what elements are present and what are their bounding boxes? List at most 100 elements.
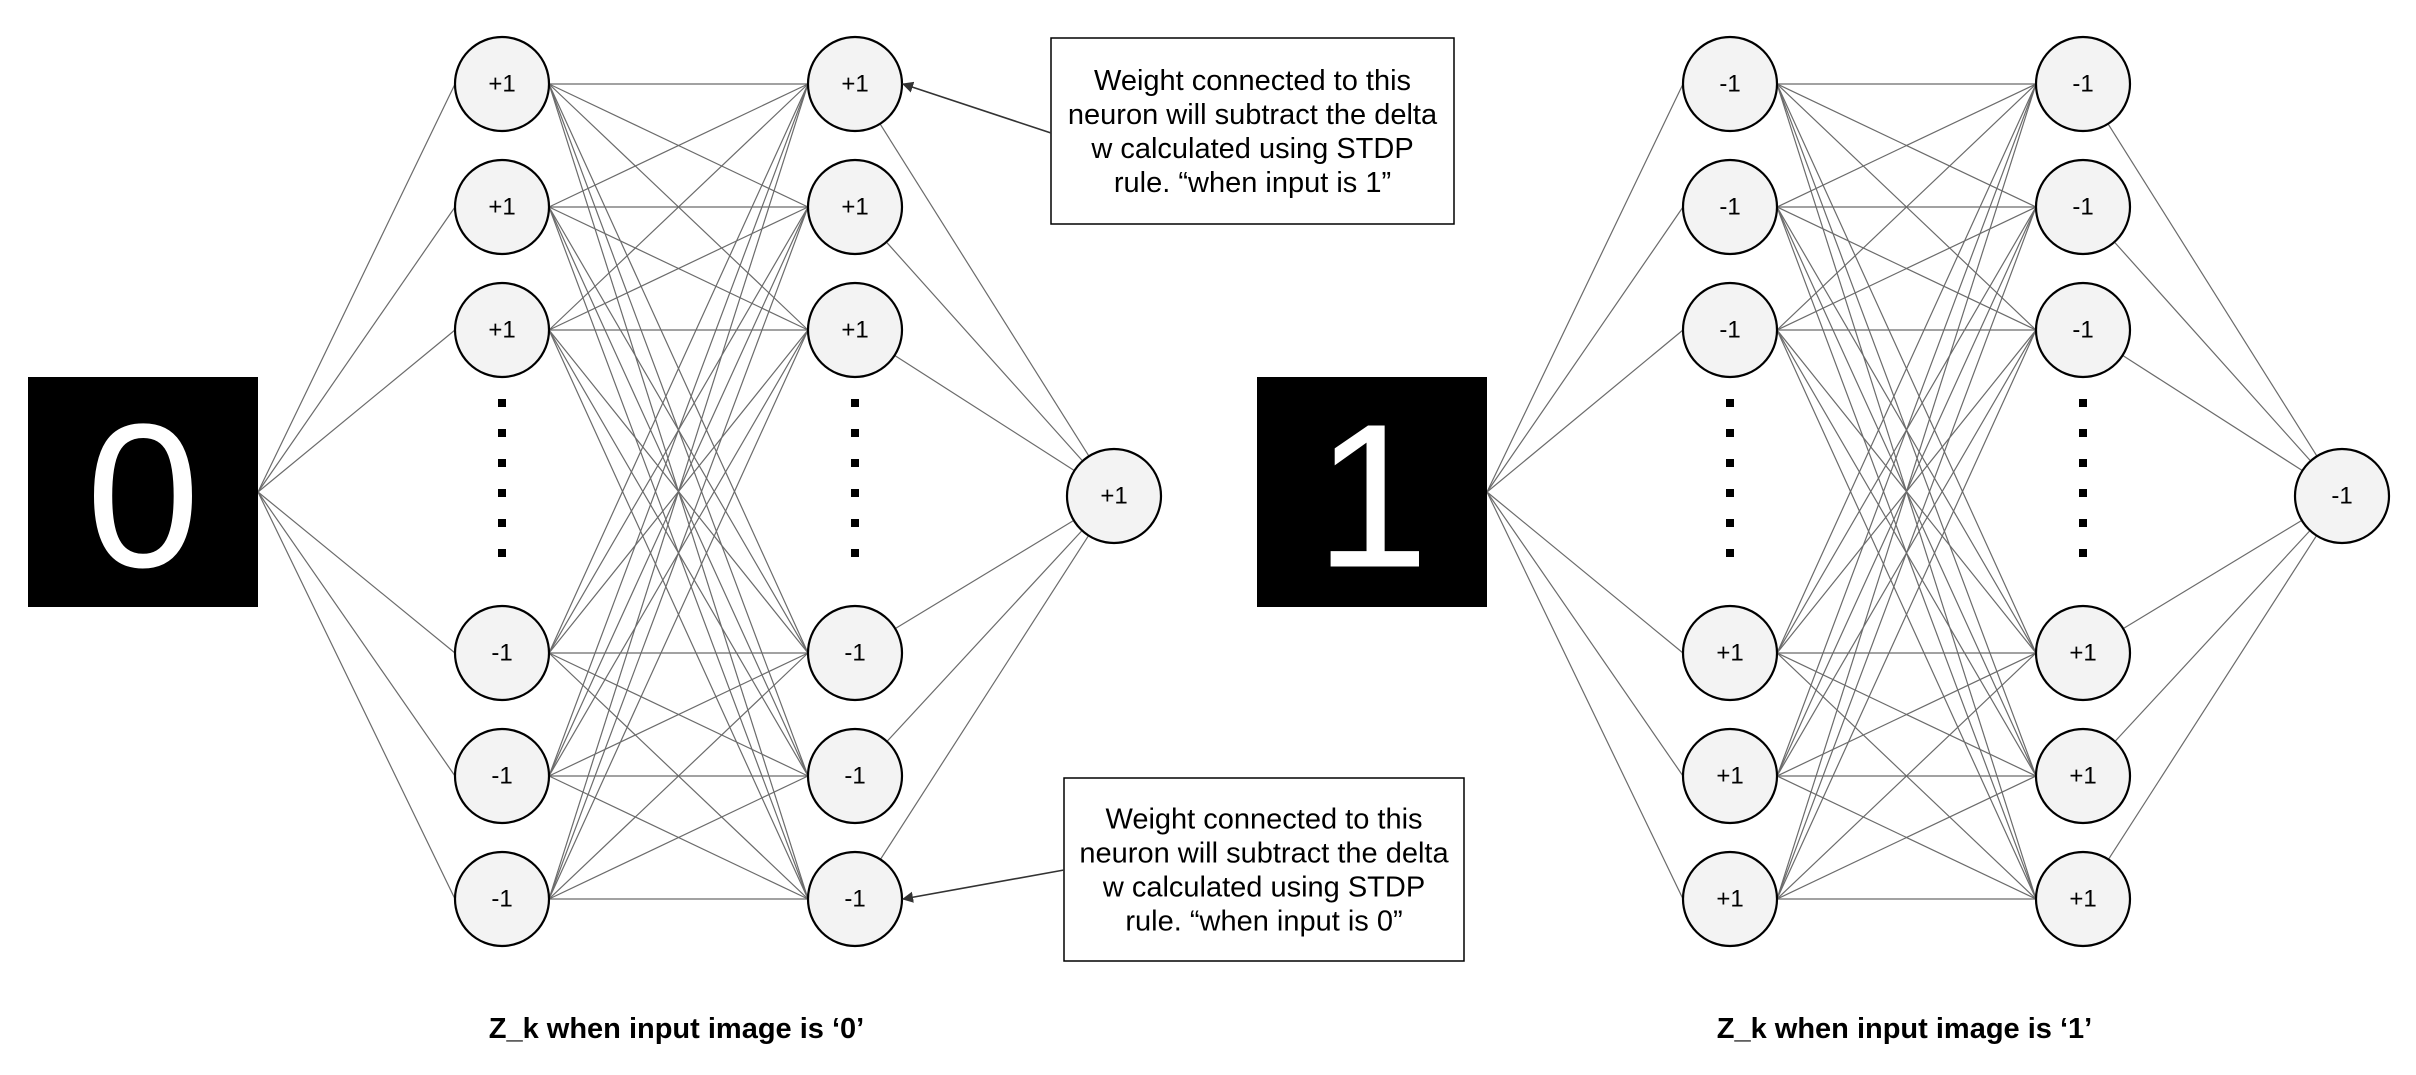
- annotation-box-1: [1050, 37, 1455, 225]
- ellipsis-dot-2-2-6: [2079, 549, 2087, 557]
- annotation-line-2-4: rule. “when input is 0”: [1125, 906, 1402, 938]
- output-edge-1-4: [894, 519, 1075, 630]
- layer2-neuron-2-6-label: +1: [2069, 886, 2096, 913]
- layer1-neuron-2-4: [1681, 604, 1779, 702]
- layer1-neuron-2-6-label: +1: [1716, 886, 1743, 913]
- output-edge-2-5: [2114, 530, 2311, 742]
- layer2-neuron-1-4-label: -1: [844, 640, 865, 667]
- input-edge-2-5: [1486, 491, 1684, 777]
- ellipsis-dot-2-2-5: [2079, 519, 2087, 527]
- ellipsis-dot-2-1-6: [1726, 549, 1734, 557]
- input-edge-2-6: [1486, 491, 1684, 900]
- layer2-neuron-2-2-label: -1: [2072, 194, 2093, 221]
- ellipsis-dot-1-2-2: [851, 429, 859, 437]
- layer1-neuron-2-2: [1681, 158, 1779, 256]
- ellipsis-dot-1-1-3: [498, 459, 506, 467]
- layer2-neuron-1-2: [806, 158, 904, 256]
- input-edge-1-2: [257, 206, 456, 493]
- layer2-neuron-1-5-label: -1: [844, 763, 865, 790]
- layer1-neuron-1-2: [453, 158, 551, 256]
- input-edge-1-4: [257, 491, 456, 654]
- input-edge-1-5: [257, 491, 456, 777]
- ellipsis-dot-1-2-3: [851, 459, 859, 467]
- input-image-1: [28, 377, 258, 607]
- layer2-neuron-1-2-label: +1: [841, 194, 868, 221]
- hidden-edge-1-6-1: [548, 83, 809, 900]
- caption-2: Z_k when input image is ‘1’: [1717, 1013, 2092, 1045]
- layer2-neuron-2-6: [2034, 850, 2132, 948]
- output-neuron-2-label: -1: [2331, 483, 2352, 510]
- input-image-2: [1257, 377, 1487, 607]
- input-edge-1-1: [257, 83, 456, 493]
- input-edge-2-2: [1486, 206, 1684, 493]
- input-edge-1-3: [257, 329, 456, 493]
- layer1-neuron-1-4-label: -1: [491, 640, 512, 667]
- ellipsis-dot-1-1-4: [498, 489, 506, 497]
- ellipsis-dot-1-2-1: [851, 399, 859, 407]
- hidden-edge-2-6-3: [1776, 329, 2037, 900]
- output-edge-2-3: [2122, 354, 2303, 472]
- ellipsis-dot-2-1-4: [1726, 489, 1734, 497]
- ellipsis-dot-2-1-2: [1726, 429, 1734, 437]
- hidden-edge-2-2-1: [1776, 83, 2037, 208]
- hidden-edge-1-5-1: [548, 83, 809, 777]
- annotation-line-2-3: w calculated using STDP: [1102, 872, 1425, 904]
- hidden-edge-1-6-4: [548, 652, 809, 900]
- output-neuron-2: [2293, 447, 2391, 545]
- layer2-neuron-2-3-label: -1: [2072, 317, 2093, 344]
- ellipsis-dot-1-2-4: [851, 489, 859, 497]
- layer1-neuron-1-5-label: -1: [491, 763, 512, 790]
- hidden-edge-1-4-1: [548, 83, 809, 654]
- hidden-edge-2-6-4: [1776, 652, 2037, 900]
- layer2-neuron-2-5-label: +1: [2069, 763, 2096, 790]
- hidden-edge-2-6-1: [1776, 83, 2037, 900]
- hidden-edge-1-2-1: [548, 83, 809, 208]
- input-edge-1-6: [257, 491, 456, 900]
- layer1-neuron-2-5: [1681, 727, 1779, 825]
- annotation-arrow-2: [901, 869, 1065, 903]
- input-digit-1: 0: [86, 382, 200, 611]
- layer2-neuron-2-4: [2034, 604, 2132, 702]
- layer2-neuron-1-3: [806, 281, 904, 379]
- layer2-neuron-2-3: [2034, 281, 2132, 379]
- layer1-neuron-1-3-label: +1: [488, 317, 515, 344]
- annotation-arrow-1: [901, 81, 1052, 134]
- ellipsis-dot-2-1-1: [1726, 399, 1734, 407]
- layer2-neuron-1-4: [806, 604, 904, 702]
- layer1-neuron-2-6: [1681, 850, 1779, 948]
- ellipsis-dot-2-1-3: [1726, 459, 1734, 467]
- output-edge-2-4: [2122, 519, 2303, 630]
- hidden-edge-2-3-2: [1776, 206, 2037, 331]
- annotations: Z_k when input image is ‘0’Z_k when inpu…: [489, 37, 2092, 1045]
- layer2-neuron-1-5: [806, 727, 904, 825]
- hidden-edge-1-5-4: [548, 652, 809, 777]
- layer2-neuron-2-4-label: +1: [2069, 640, 2096, 667]
- ellipsis-dot-1-1-1: [498, 399, 506, 407]
- layer1-neuron-2-1: [1681, 35, 1779, 133]
- layer1-neuron-1-1-label: +1: [488, 71, 515, 98]
- annotation-line-1-1: Weight connected to this: [1094, 65, 1411, 97]
- layer1-neuron-2-2-label: -1: [1719, 194, 1740, 221]
- input-edge-2-1: [1486, 83, 1684, 493]
- layer1-neuron-2-3: [1681, 281, 1779, 379]
- output-edge-2-1: [2107, 123, 2318, 457]
- hidden-edge-2-5-4: [1776, 652, 2037, 777]
- hidden-edge-1-3-2: [548, 206, 809, 331]
- ellipsis-dot-2-2-4: [2079, 489, 2087, 497]
- layer1-neuron-1-6-label: -1: [491, 886, 512, 913]
- layer1-neuron-1-3: [453, 281, 551, 379]
- hidden-edge-2-5-1: [1776, 83, 2037, 777]
- annotation-line-2-2: neuron will subtract the delta: [1079, 838, 1449, 870]
- annotation-line-1-3: w calculated using STDP: [1090, 133, 1413, 165]
- layer2-neuron-2-1-label: -1: [2072, 71, 2093, 98]
- layer2-neuron-2-1: [2034, 35, 2132, 133]
- hidden-edge-1-3-1: [548, 83, 809, 331]
- input-edge-2-4: [1486, 491, 1684, 654]
- layer1-neuron-2-4-label: +1: [1716, 640, 1743, 667]
- output-edge-1-6: [879, 535, 1090, 860]
- layer1-neuron-2-1-label: -1: [1719, 71, 1740, 98]
- ellipsis-dot-2-2-3: [2079, 459, 2087, 467]
- ellipsis-dot-2-1-5: [1726, 519, 1734, 527]
